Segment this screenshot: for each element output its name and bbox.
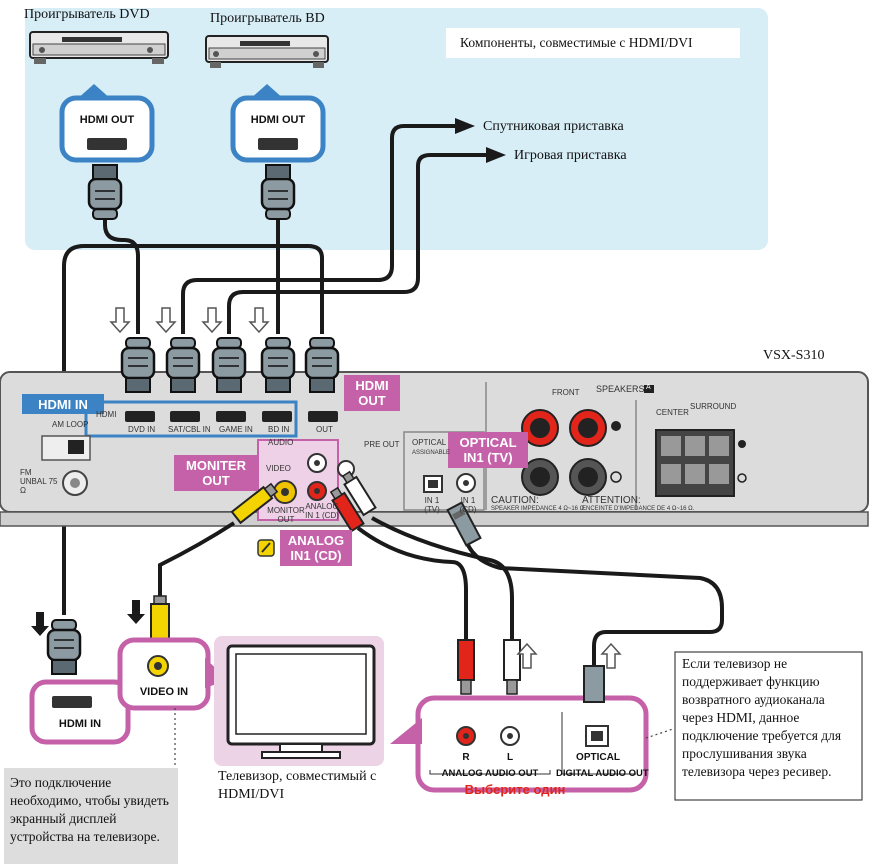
receiver-hdmi-plug bbox=[260, 336, 296, 394]
bd-hdmi-out-callout bbox=[230, 84, 326, 163]
antenna-terminals bbox=[41, 435, 91, 496]
attention-text: ENCEINTE D'IMPEDANCE DE 4 Ω~16 Ω. bbox=[582, 506, 695, 512]
port-bd-label: BD IN bbox=[268, 425, 290, 434]
tv-hdmi-in-label: HDMI IN bbox=[58, 718, 102, 730]
caution-text: SPEAKER IMPEDANCE 4 Ω~16 Ω. bbox=[491, 506, 586, 512]
receiver-hdmi-plug bbox=[165, 336, 201, 394]
hdmi-out-tag: HDMI OUT bbox=[344, 375, 400, 411]
insert-arrow bbox=[110, 307, 130, 333]
audio-plug-red-receiver bbox=[329, 486, 365, 533]
choose-one-label: Выберите один bbox=[464, 782, 566, 797]
arc-note: Если телевизор не поддерживает функцию в… bbox=[682, 656, 842, 779]
surround-label: SURROUND bbox=[690, 402, 737, 411]
insert-arrow bbox=[156, 307, 176, 333]
tv-video-in-callout bbox=[117, 637, 228, 711]
dvd-cable-plug bbox=[87, 163, 123, 221]
insert-arrow bbox=[249, 307, 269, 333]
monitor-out-small-label: MONITOR OUT bbox=[267, 506, 305, 524]
in1-cd-label: IN 1 (CD) bbox=[459, 496, 477, 514]
video-label: VIDEO bbox=[266, 464, 291, 473]
tv-video-plug bbox=[150, 595, 170, 643]
l-label: L bbox=[506, 752, 514, 763]
game-console-label: Игровая приставка bbox=[514, 148, 627, 163]
dvd-player-label: Проигрыватель DVD bbox=[24, 7, 150, 22]
bd-cable-plug bbox=[260, 163, 296, 221]
compatible-components-label: Компоненты, совместимые с HDMI/DVI bbox=[460, 35, 693, 50]
dvd-hdmi-out-label: HDMI OUT bbox=[79, 114, 135, 126]
analog-in-tag: ANALOG IN1 (CD) bbox=[280, 530, 352, 566]
audio-label: AUDIO bbox=[268, 438, 294, 447]
attention-label: ATTENTION: bbox=[582, 495, 641, 506]
osd-note: Это подключение необходимо, чтобы увидет… bbox=[10, 775, 169, 844]
bd-player-illustration bbox=[205, 35, 329, 68]
tv-label: Телевизор, совместимый с HDMI/DVI bbox=[218, 769, 377, 802]
arc-note-box bbox=[674, 651, 863, 801]
optical-in-tag: OPTICAL IN1 (TV) bbox=[448, 432, 528, 468]
receiver-hdmi-plug bbox=[120, 336, 156, 394]
caution-label: CAUTION: bbox=[491, 495, 539, 506]
digital-audio-out-label: DIGITAL AUDIO OUT bbox=[556, 768, 649, 779]
insert-arrow-filled bbox=[127, 600, 145, 624]
analog-small-label: ANALOG IN 1 (CD) bbox=[305, 502, 339, 520]
bd-hdmi-out-label: HDMI OUT bbox=[250, 114, 306, 126]
insert-arrow-filled bbox=[31, 612, 49, 636]
port-hdmi-label: HDMI bbox=[96, 410, 117, 419]
receiver-model-label: VSX-S310 bbox=[763, 348, 825, 363]
receiver-rca-jacks bbox=[273, 453, 476, 504]
r-label: R bbox=[462, 752, 470, 763]
receiver-hdmi-plug bbox=[211, 336, 247, 394]
audio-cable-l bbox=[371, 516, 514, 642]
video-cable bbox=[158, 521, 236, 620]
center-label: CENTER bbox=[656, 408, 689, 417]
speakers-label: SPEAKERS bbox=[596, 384, 645, 394]
audio-plug-white-receiver bbox=[341, 470, 377, 517]
optical-cable bbox=[463, 535, 724, 670]
tv-audio-out-callout bbox=[390, 695, 649, 793]
speaker-terminals bbox=[521, 385, 747, 497]
optical-small-label: OPTICAL bbox=[412, 438, 447, 447]
port-game-label: GAME IN bbox=[219, 425, 253, 434]
insert-arrow bbox=[601, 643, 621, 669]
dvd-player-illustration bbox=[29, 31, 169, 64]
hdmi-cables bbox=[62, 124, 486, 615]
pre-out-label: PRE OUT bbox=[364, 440, 400, 449]
receiver-hdmi-ports bbox=[125, 411, 338, 422]
video-plug-receiver bbox=[230, 482, 279, 525]
analog-audio-out-label: ANALOG AUDIO OUT bbox=[441, 768, 539, 779]
satellite-arrow bbox=[455, 118, 475, 134]
fm-unbal-label: FM UNBAL 75 Ω bbox=[20, 468, 58, 495]
port-out-label: OUT bbox=[316, 425, 333, 434]
in1-tv-label: IN 1 (TV) bbox=[424, 496, 440, 514]
optical-plug-receiver bbox=[446, 501, 482, 547]
speakers-badge: A bbox=[646, 384, 651, 391]
game-arrow bbox=[486, 147, 506, 163]
tv-hdmi-in-callout bbox=[29, 679, 131, 745]
insert-arrow bbox=[202, 307, 222, 333]
port-dvd-label: DVD IN bbox=[128, 425, 156, 434]
front-label: FRONT bbox=[552, 388, 580, 397]
components-caption-box bbox=[446, 28, 740, 58]
audio-cable-r bbox=[356, 526, 468, 642]
hdmi-in-tag: HDMI IN bbox=[24, 394, 102, 414]
leader-line bbox=[645, 727, 677, 739]
assignable-label: ASSIGNABLE bbox=[412, 450, 451, 456]
am-loop-label: AM LOOP bbox=[52, 420, 89, 429]
dvd-hdmi-out-callout bbox=[59, 84, 155, 163]
osd-note-box bbox=[4, 768, 178, 864]
bd-player-label: Проигрыватель BD bbox=[210, 11, 325, 26]
optical-label: OPTICAL bbox=[576, 752, 620, 763]
monitor-out-tag: MONITER OUT bbox=[174, 455, 258, 491]
satellite-box-label: Спутниковая приставка bbox=[483, 119, 624, 134]
tv-illustration bbox=[214, 636, 384, 766]
tv-rca-plugs bbox=[457, 639, 605, 703]
port-sat-label: SAT/CBL IN bbox=[168, 425, 211, 434]
tv-video-in-label: VIDEO IN bbox=[139, 686, 189, 698]
tv-hdmi-plug bbox=[46, 618, 82, 676]
receiver-hdmi-plug bbox=[304, 336, 340, 394]
